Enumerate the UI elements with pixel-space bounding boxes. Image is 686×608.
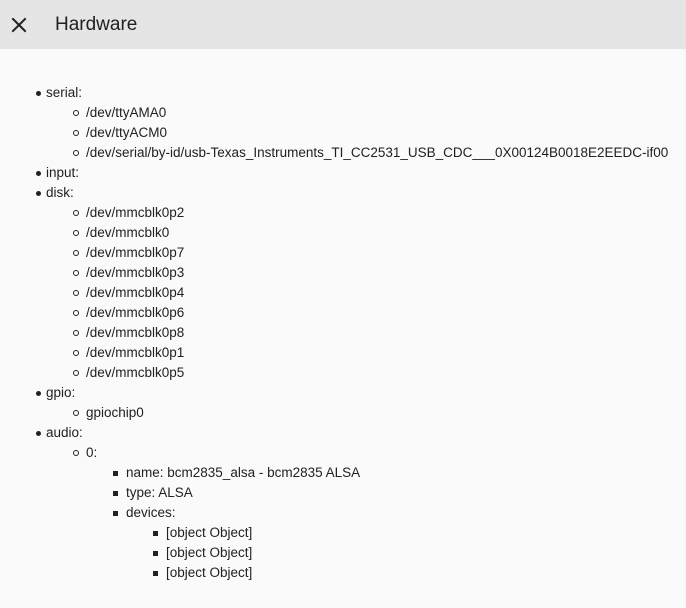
disk-device: /dev/mmcblk0p3	[86, 265, 185, 280]
disk-device: /dev/mmcblk0	[86, 225, 170, 240]
list-item: name: bcm2835_alsa - bcm2835 ALSA	[86, 463, 686, 483]
list-item: /dev/mmcblk0	[46, 223, 686, 243]
audio-device: [object Object]	[166, 565, 253, 580]
list-item-audio-card: 0: name: bcm2835_alsa - bcm2835 ALSA typ…	[46, 443, 686, 583]
list-item: /dev/mmcblk0p2	[46, 203, 686, 223]
dialog-title: Hardware	[55, 13, 138, 35]
disk-device: /dev/mmcblk0p8	[86, 325, 185, 340]
audio-card-name: name: bcm2835_alsa - bcm2835 ALSA	[126, 465, 361, 480]
close-icon	[11, 17, 27, 32]
serial-label: serial:	[46, 85, 83, 100]
input-label: input:	[46, 165, 80, 180]
audio-label: audio:	[46, 425, 83, 440]
disk-device: /dev/mmcblk0p2	[86, 205, 185, 220]
list-item-audio: audio: 0: name: bcm2835_alsa - bcm2835 A…	[0, 423, 686, 583]
list-item: /dev/mmcblk0p5	[46, 363, 686, 383]
list-item-gpio: gpio: gpiochip0	[0, 383, 686, 423]
list-item: [object Object]	[126, 563, 686, 583]
list-item: /dev/mmcblk0p8	[46, 323, 686, 343]
serial-device: /dev/ttyACM0	[86, 125, 168, 140]
list-item: /dev/mmcblk0p3	[46, 263, 686, 283]
disk-device: /dev/mmcblk0p4	[86, 285, 185, 300]
list-item: [object Object]	[126, 523, 686, 543]
list-item: [object Object]	[126, 543, 686, 563]
list-item: gpiochip0	[46, 403, 686, 423]
list-item: /dev/serial/by-id/usb-Texas_Instruments_…	[46, 143, 686, 163]
audio-card-type: type: ALSA	[126, 485, 193, 500]
gpio-label: gpio:	[46, 385, 76, 400]
serial-device: /dev/ttyAMA0	[86, 105, 167, 120]
list-item: /dev/mmcblk0p6	[46, 303, 686, 323]
serial-device: /dev/serial/by-id/usb-Texas_Instruments_…	[86, 145, 669, 160]
list-item: /dev/ttyAMA0	[46, 103, 686, 123]
list-item: /dev/mmcblk0p1	[46, 343, 686, 363]
disk-label: disk:	[46, 185, 74, 200]
list-item-disk: disk: /dev/mmcblk0p2 /dev/mmcblk0 /dev/m…	[0, 183, 686, 383]
list-item: /dev/ttyACM0	[46, 123, 686, 143]
hardware-list: serial: /dev/ttyAMA0 /dev/ttyACM0 /dev/s…	[0, 83, 686, 583]
gpio-device: gpiochip0	[86, 405, 144, 420]
list-item: /dev/mmcblk0p4	[46, 283, 686, 303]
list-item: devices: [object Object] [object Object]…	[86, 503, 686, 583]
list-item-input: input:	[0, 163, 686, 183]
disk-device: /dev/mmcblk0p7	[86, 245, 185, 260]
audio-devices-label: devices:	[126, 505, 176, 520]
dialog-header: Hardware	[0, 0, 686, 49]
close-button[interactable]	[9, 15, 29, 35]
audio-device: [object Object]	[166, 525, 253, 540]
list-item-serial: serial: /dev/ttyAMA0 /dev/ttyACM0 /dev/s…	[0, 83, 686, 163]
audio-device: [object Object]	[166, 545, 253, 560]
disk-device: /dev/mmcblk0p1	[86, 345, 185, 360]
list-item: type: ALSA	[86, 483, 686, 503]
list-item: /dev/mmcblk0p7	[46, 243, 686, 263]
audio-card-label: 0:	[86, 445, 98, 460]
disk-device: /dev/mmcblk0p5	[86, 365, 185, 380]
disk-device: /dev/mmcblk0p6	[86, 305, 185, 320]
